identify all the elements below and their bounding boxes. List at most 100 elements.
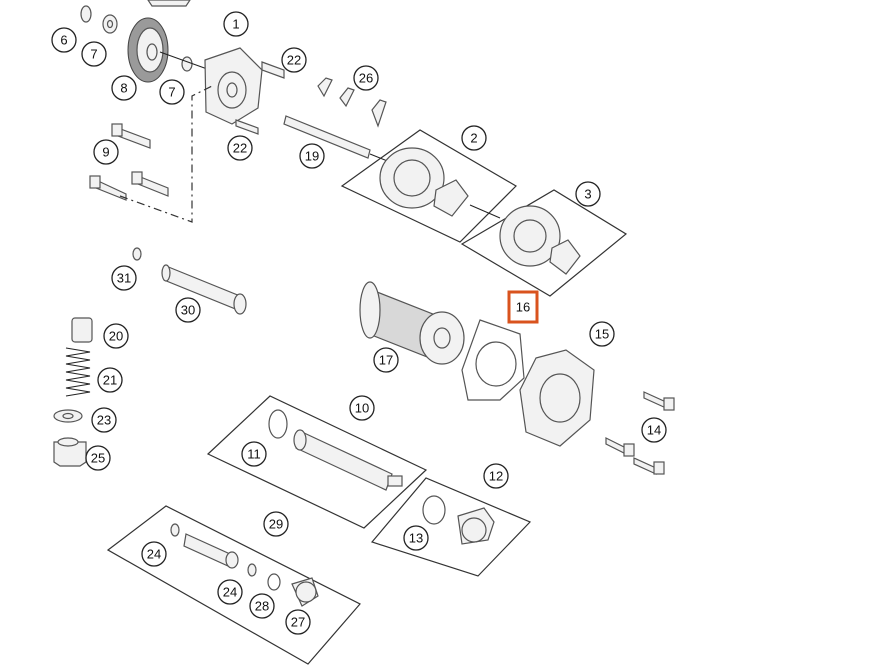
callout-label: 20 [109, 329, 123, 344]
callout-circle [353, 65, 379, 91]
bypass-shaft-part [163, 265, 241, 311]
callout-circle [263, 511, 289, 537]
callout-label: 13 [409, 531, 423, 546]
oil-pump-rotor-set-1 [340, 129, 517, 243]
callout-label: 2 [470, 131, 477, 146]
callout-7[interactable]: 7 [159, 79, 185, 105]
highlight-frame [507, 290, 539, 324]
callout-2[interactable]: 2 [461, 125, 487, 151]
callout-13[interactable]: 13 [403, 525, 429, 551]
oil-pump-rotor-set-2 [460, 189, 628, 297]
callout-label: 22 [287, 53, 301, 68]
callout-17[interactable]: 17 [373, 347, 399, 373]
callout-31[interactable]: 31 [111, 265, 137, 291]
callout-circle [299, 143, 325, 169]
callout-11[interactable]: 11 [241, 441, 267, 467]
callout-circle [641, 417, 667, 443]
callout-label: 26 [359, 71, 373, 86]
oil-pump-gear-group [80, 0, 401, 223]
callout-circle [111, 75, 137, 101]
callout-10[interactable]: 10 [349, 395, 375, 421]
callout-30[interactable]: 30 [175, 297, 201, 323]
callout-label: 23 [97, 413, 111, 428]
callout-circle [227, 135, 253, 161]
callout-16[interactable]: 16 [516, 300, 530, 315]
oil-filter-part [359, 281, 465, 365]
filter-cover-bolts [605, 391, 675, 475]
callout-25[interactable]: 25 [85, 445, 111, 471]
callout-label: 28 [255, 599, 269, 614]
callout-circle [93, 139, 119, 165]
callout-27[interactable]: 27 [285, 609, 311, 635]
filter-cover-gasket-part [461, 319, 525, 401]
callout-label: 22 [233, 141, 247, 156]
callout-24[interactable]: 24 [141, 541, 167, 567]
callout-22[interactable]: 22 [281, 47, 307, 73]
callout-circle [51, 27, 77, 53]
callout-6[interactable]: 6 [51, 27, 77, 53]
callout-label: 27 [291, 615, 305, 630]
callout-label: 16 [516, 300, 530, 315]
callout-label: 9 [102, 145, 109, 160]
callout-label: 8 [120, 81, 127, 96]
callout-circle [461, 125, 487, 151]
callout-14[interactable]: 14 [641, 417, 667, 443]
callout-label: 14 [647, 423, 661, 438]
callout-circle [483, 463, 509, 489]
callouts: 1236778910111213141516171920212222232424… [51, 11, 667, 635]
callout-label: 30 [181, 303, 195, 318]
filter-cover-part [519, 349, 595, 447]
callout-label: 7 [168, 85, 175, 100]
valve-spring-part [65, 347, 91, 397]
callout-circle [103, 323, 129, 349]
callout-circle [223, 11, 249, 37]
callout-circle [81, 41, 107, 67]
callout-label: 11 [247, 447, 261, 462]
callout-24[interactable]: 24 [217, 579, 243, 605]
callout-circle [589, 321, 615, 347]
callout-3[interactable]: 3 [575, 181, 601, 207]
bolt-part [117, 127, 151, 149]
callout-circle [575, 181, 601, 207]
callout-22[interactable]: 22 [227, 135, 253, 161]
callout-label: 12 [489, 469, 503, 484]
callout-circle [217, 579, 243, 605]
callout-label: 21 [103, 373, 117, 388]
callout-23[interactable]: 23 [91, 407, 117, 433]
callout-circle [249, 593, 275, 619]
bypass-shaft-group [132, 247, 247, 315]
callout-label: 10 [355, 401, 369, 416]
callout-label: 17 [379, 353, 393, 368]
callout-circle [175, 297, 201, 323]
callout-20[interactable]: 20 [103, 323, 129, 349]
callout-circle [349, 395, 375, 421]
callout-9[interactable]: 9 [93, 139, 119, 165]
callout-21[interactable]: 21 [97, 367, 123, 393]
callout-1[interactable]: 1 [223, 11, 249, 37]
callout-circle [111, 265, 137, 291]
callout-circle [159, 79, 185, 105]
callout-circle [85, 445, 111, 471]
callout-label: 24 [147, 547, 161, 562]
callout-circle [281, 47, 307, 73]
callout-label: 1 [232, 17, 239, 32]
callout-29[interactable]: 29 [263, 511, 289, 537]
callout-circle [373, 347, 399, 373]
callout-26[interactable]: 26 [353, 65, 379, 91]
callout-label: 24 [223, 585, 237, 600]
callout-label: 6 [60, 33, 67, 48]
shaft-part [283, 115, 371, 159]
callout-circle [285, 609, 311, 635]
filter-plug-group [370, 477, 532, 577]
callout-circle [91, 407, 117, 433]
callout-12[interactable]: 12 [483, 463, 509, 489]
callout-19[interactable]: 19 [299, 143, 325, 169]
callout-8[interactable]: 8 [111, 75, 137, 101]
callout-28[interactable]: 28 [249, 593, 275, 619]
oil-screen-group [106, 505, 361, 665]
callout-circle [97, 367, 123, 393]
callout-15[interactable]: 15 [589, 321, 615, 347]
callout-label: 29 [269, 517, 283, 532]
callout-7[interactable]: 7 [81, 41, 107, 67]
